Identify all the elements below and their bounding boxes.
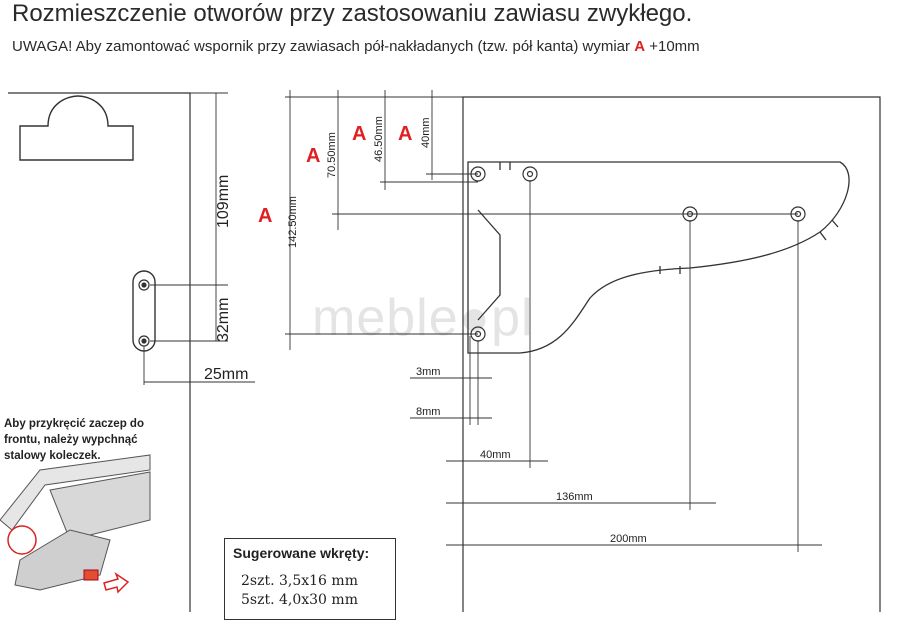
- bracket-inner-edge: [477, 209, 501, 321]
- highlight-circle: [7, 525, 37, 555]
- slot-hole-top-center: [141, 282, 147, 288]
- screws-line-2: 5szt. 4,0x30 mm: [241, 592, 358, 608]
- dim-label-40v: 40mm: [420, 117, 432, 148]
- hook-illustration: [0, 454, 151, 594]
- bracket-notch-6: [831, 219, 839, 228]
- page-title: Rozmieszczenie otworów przy zastosowaniu…: [12, 0, 693, 27]
- a-label-4: A: [398, 123, 412, 145]
- hook-body: [49, 471, 151, 541]
- warning-subtitle: UWAGA! Aby zamontować wspornik przy zawi…: [12, 38, 700, 55]
- a-label-2: A: [306, 145, 320, 167]
- a-label-3: A: [352, 123, 366, 145]
- dim-label-32: 32mm: [215, 298, 232, 342]
- bracket-holes: [470, 166, 806, 342]
- mounting-note: Aby przykręcić zaczep do frontu, należy …: [4, 418, 144, 462]
- slot-hole-top: [138, 279, 150, 291]
- bracket: [467, 161, 850, 354]
- watermark-right: pl: [491, 289, 534, 347]
- horizontal-dimensions: [410, 180, 822, 552]
- bracket-notch-5: [819, 231, 827, 241]
- dim-label-200: 200mm: [610, 533, 647, 545]
- warning-text: UWAGA! Aby zamontować wspornik przy zawi…: [12, 38, 631, 55]
- dim-label-142: 142.50mm: [287, 196, 299, 248]
- slot-hole-bottom-center: [141, 338, 147, 344]
- dim-label-136: 136mm: [556, 491, 593, 503]
- hole-2-center: [526, 170, 534, 178]
- screws-box: Sugerowane wkręty: 2szt. 3,5x16 mm 5szt.…: [224, 538, 396, 620]
- hanger-cutout: [19, 95, 134, 161]
- hook-base: [14, 529, 111, 591]
- dim-label-40h: 40mm: [480, 449, 511, 461]
- right-panel: [462, 96, 881, 612]
- bracket-outline: [467, 161, 850, 354]
- a-label-1: A: [258, 205, 272, 227]
- right-panel-outline: [462, 96, 881, 612]
- left-dimensions: [143, 92, 255, 385]
- steel-pin-icon: [83, 569, 99, 581]
- dim-label-46: 46.50mm: [373, 116, 385, 162]
- dim-label-109: 109mm: [215, 175, 232, 228]
- dim-label-25: 25mm: [204, 366, 248, 383]
- screws-heading: Sugerowane wkręty:: [233, 545, 370, 561]
- dim-label-3: 3mm: [416, 366, 440, 378]
- dim-label-8: 8mm: [416, 406, 440, 418]
- vertical-dimensions: [285, 90, 798, 350]
- warning-highlight: A: [634, 38, 646, 55]
- watermark-left: meble: [312, 289, 459, 347]
- dim-label-70: 70.50mm: [326, 132, 338, 178]
- warning-suffix: +10mm: [649, 38, 700, 55]
- hole-2: [522, 166, 538, 182]
- screws-line-1: 2szt. 3,5x16 mm: [241, 573, 358, 589]
- push-arrow-icon: [103, 572, 130, 594]
